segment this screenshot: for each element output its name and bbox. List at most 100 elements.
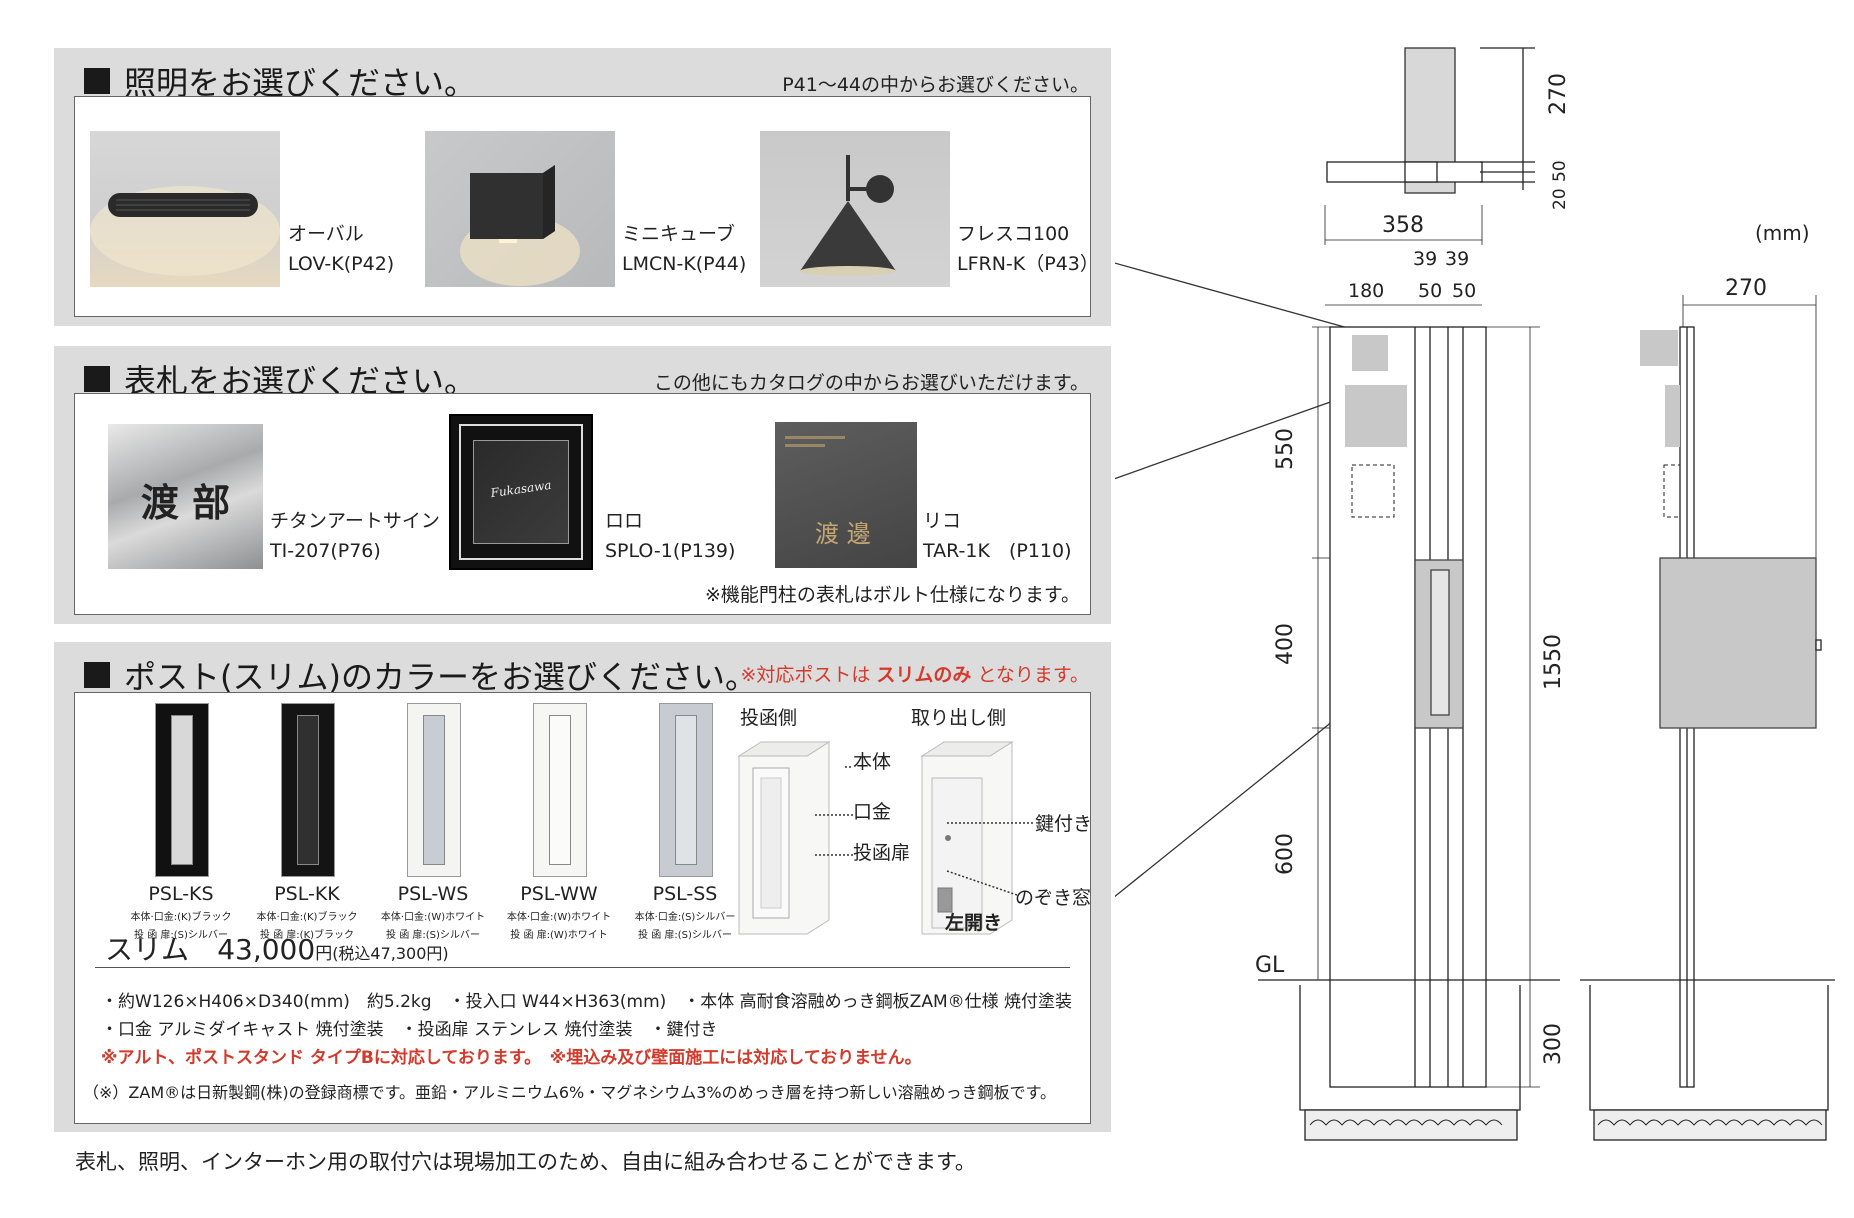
dim-top-50: 50 xyxy=(1550,160,1570,182)
rico-code: TAR-1K (P110) xyxy=(923,540,1072,562)
technical-drawing: 270 50 20 358 39 39 180 50 50 550 400 60… xyxy=(1115,47,1835,1141)
dim-width-358: 358 xyxy=(1382,213,1424,238)
label-mouth: 口金 xyxy=(853,801,892,823)
price-divider xyxy=(95,967,1070,968)
post-swatch-slot xyxy=(297,715,319,865)
post-color-code: PSL-KS xyxy=(148,883,214,905)
post-back-label: 取り出し側 xyxy=(911,707,1007,729)
dim-39a: 39 xyxy=(1413,248,1437,270)
rico-caption: リコ TAR-1K (P110) xyxy=(923,506,1072,566)
dim-39b: 39 xyxy=(1445,248,1469,270)
oval-light-photo xyxy=(90,131,280,287)
post-color-door: 投 函 扉:(K)ブラック xyxy=(259,930,355,941)
lolo-code: SPLO-1(P139) xyxy=(605,540,736,562)
post-color-code: PSL-WS xyxy=(397,883,469,905)
bottom-note: 表札、照明、インターホン用の取付穴は現場加工のため、自由に組み合わせることができ… xyxy=(75,1150,976,1174)
post-color-psl-ww[interactable]: PSL-WW 本体·口金:(W)ホワイト投 函 扉:(W)ホワイト xyxy=(493,703,623,941)
post-color-code: PSL-KK xyxy=(274,883,340,905)
ground-line-label: GL xyxy=(1255,953,1285,978)
lighting-list: オーバル LOV-K(P42) ミニキューブ LMCN-K(P44) xyxy=(74,96,1099,317)
post-price: スリム 43,000円(税込47,300円) xyxy=(105,928,449,968)
post-color-body: 本体·口金:(K)ブラック xyxy=(256,912,358,923)
dim-50b: 50 xyxy=(1452,280,1476,302)
unit-label: (mm) xyxy=(1755,221,1810,245)
fresco-caption: フレスコ100 LFRN-K（P43） xyxy=(957,219,1099,279)
post-swatch-slot xyxy=(423,715,445,865)
titanium-plate: 渡 部 xyxy=(108,424,263,569)
post-front-label: 投函側 xyxy=(740,707,798,729)
dim-1550: 1550 xyxy=(1541,634,1566,690)
titanium-caption: チタンアートサイン TI-207(P76) xyxy=(270,506,440,566)
post-price-tax: (税込47,300円) xyxy=(332,944,449,963)
oval-code: LOV-K(P42) xyxy=(288,253,395,275)
post-color-psl-ss[interactable]: PSL-SS 本体·口金:(S)シルバー投 函 扉:(S)シルバー xyxy=(619,703,749,941)
dim-top-270: 270 xyxy=(1546,73,1571,115)
square-bullet-icon xyxy=(84,366,110,392)
post-list: PSL-KS 本体·口金:(K)ブラック投 函 扉:(S)シルバー PSL-KK 本体… xyxy=(74,692,1093,1124)
lighting-panel: 照明をお選びください。 P41～44の中からお選びください。 オーバル LOV-… xyxy=(54,48,1111,326)
spec-line-1: ・約W126×H406×D340(mm) 約5.2kg ・投入口 W44×H36… xyxy=(101,992,1073,1012)
post-title: ポスト(スリム)のカラーをお選びください。 xyxy=(84,652,757,698)
dim-600: 600 xyxy=(1273,833,1298,875)
fresco-name: フレスコ100 xyxy=(957,223,1070,245)
dim-400: 400 xyxy=(1273,623,1298,665)
nameplate-note: この他にもカタログの中からお選びいただけます。 xyxy=(653,372,1089,394)
post-note: ※対応ポストは スリムのみ となります。 xyxy=(740,664,1089,686)
fresco-code: LFRN-K（P43） xyxy=(957,253,1099,275)
minicube-name: ミニキューブ xyxy=(622,223,735,245)
post-swatch-slot xyxy=(171,715,193,865)
rico-name: リコ xyxy=(923,510,962,532)
oval-light-icon xyxy=(90,186,280,276)
nameplate-panel: 表札をお選びください。 この他にもカタログの中からお選びいただけます。 渡 部 … xyxy=(54,346,1111,624)
post-swatch-slot xyxy=(549,715,571,865)
nameplate-list: 渡 部 チタンアートサイン TI-207(P76) Fukasawa ロロ SP… xyxy=(74,393,1091,615)
post-model: スリム xyxy=(105,933,190,966)
fresco-light-photo xyxy=(760,131,950,287)
minicube-caption: ミニキューブ LMCN-K(P44) xyxy=(622,219,746,279)
rico-plate-text: 渡 邊 xyxy=(815,520,871,548)
post-panel: ポスト(スリム)のカラーをお選びください。 ※対応ポストは スリムのみ となりま… xyxy=(54,642,1111,1132)
oval-caption: オーバル LOV-K(P42) xyxy=(288,219,394,279)
post-color-psl-ws[interactable]: PSL-WS 本体·口金:(W)ホワイト投 函 扉:(S)シルバー xyxy=(367,703,497,941)
post-back-drawing xyxy=(920,741,1014,935)
dim-50a: 50 xyxy=(1418,280,1442,302)
nameplate-footnote: ※機能門柱の表札はボルト仕様になります。 xyxy=(704,584,1080,606)
lighting-title: 照明をお選びください。 xyxy=(84,58,476,104)
label-window: のぞき窓 xyxy=(1015,887,1092,909)
dim-top-20: 20 xyxy=(1550,188,1570,210)
lolo-caption: ロロ SPLO-1(P139) xyxy=(605,506,735,566)
post-color-door: 投 函 扉:(S)シルバー xyxy=(638,930,732,941)
post-color-body: 本体·口金:(S)シルバー xyxy=(634,912,736,923)
post-color-body: 本体·口金:(W)ホワイト xyxy=(380,912,486,923)
post-color-body: 本体·口金:(W)ホワイト xyxy=(506,912,612,923)
post-color-body: 本体·口金:(K)ブラック xyxy=(130,912,232,923)
post-color-code: PSL-SS xyxy=(652,883,718,905)
post-color-door: 投 函 扉:(W)ホワイト xyxy=(510,930,608,941)
rico-plate: 渡 邊 xyxy=(775,422,917,568)
dim-180: 180 xyxy=(1348,280,1384,302)
dim-side-270: 270 xyxy=(1725,276,1767,301)
lolo-name: ロロ xyxy=(605,510,644,532)
dim-550: 550 xyxy=(1273,428,1298,470)
lighting-note: P41～44の中からお選びください。 xyxy=(782,74,1089,96)
post-color-door: 投 函 扉:(S)シルバー xyxy=(386,930,480,941)
fresco-light-icon xyxy=(800,155,896,276)
spec-line-3: ※アルト、ポストスタンド タイプBに対応しております。 ※埋込み及び壁面施工には… xyxy=(101,1048,922,1068)
post-swatch-slot xyxy=(675,715,697,865)
label-key: 鍵付き xyxy=(1035,813,1093,835)
oval-name: オーバル xyxy=(288,223,364,245)
post-color-code: PSL-WW xyxy=(520,883,598,905)
label-leader-lines xyxy=(815,766,1033,896)
post-color-psl-kk[interactable]: PSL-KK 本体·口金:(K)ブラック投 函 扉:(K)ブラック xyxy=(241,703,371,941)
square-bullet-icon xyxy=(84,68,110,94)
minicube-light-icon xyxy=(460,165,580,286)
minicube-code: LMCN-K(P44) xyxy=(622,253,747,275)
label-left-open: 左開き xyxy=(945,912,1003,934)
lolo-plate: Fukasawa xyxy=(449,414,593,570)
square-bullet-icon xyxy=(84,662,110,688)
post-front-drawing xyxy=(737,741,831,935)
dim-300: 300 xyxy=(1541,1023,1566,1065)
label-body: 本体 xyxy=(853,751,892,773)
titanium-code: TI-207(P76) xyxy=(270,540,381,562)
